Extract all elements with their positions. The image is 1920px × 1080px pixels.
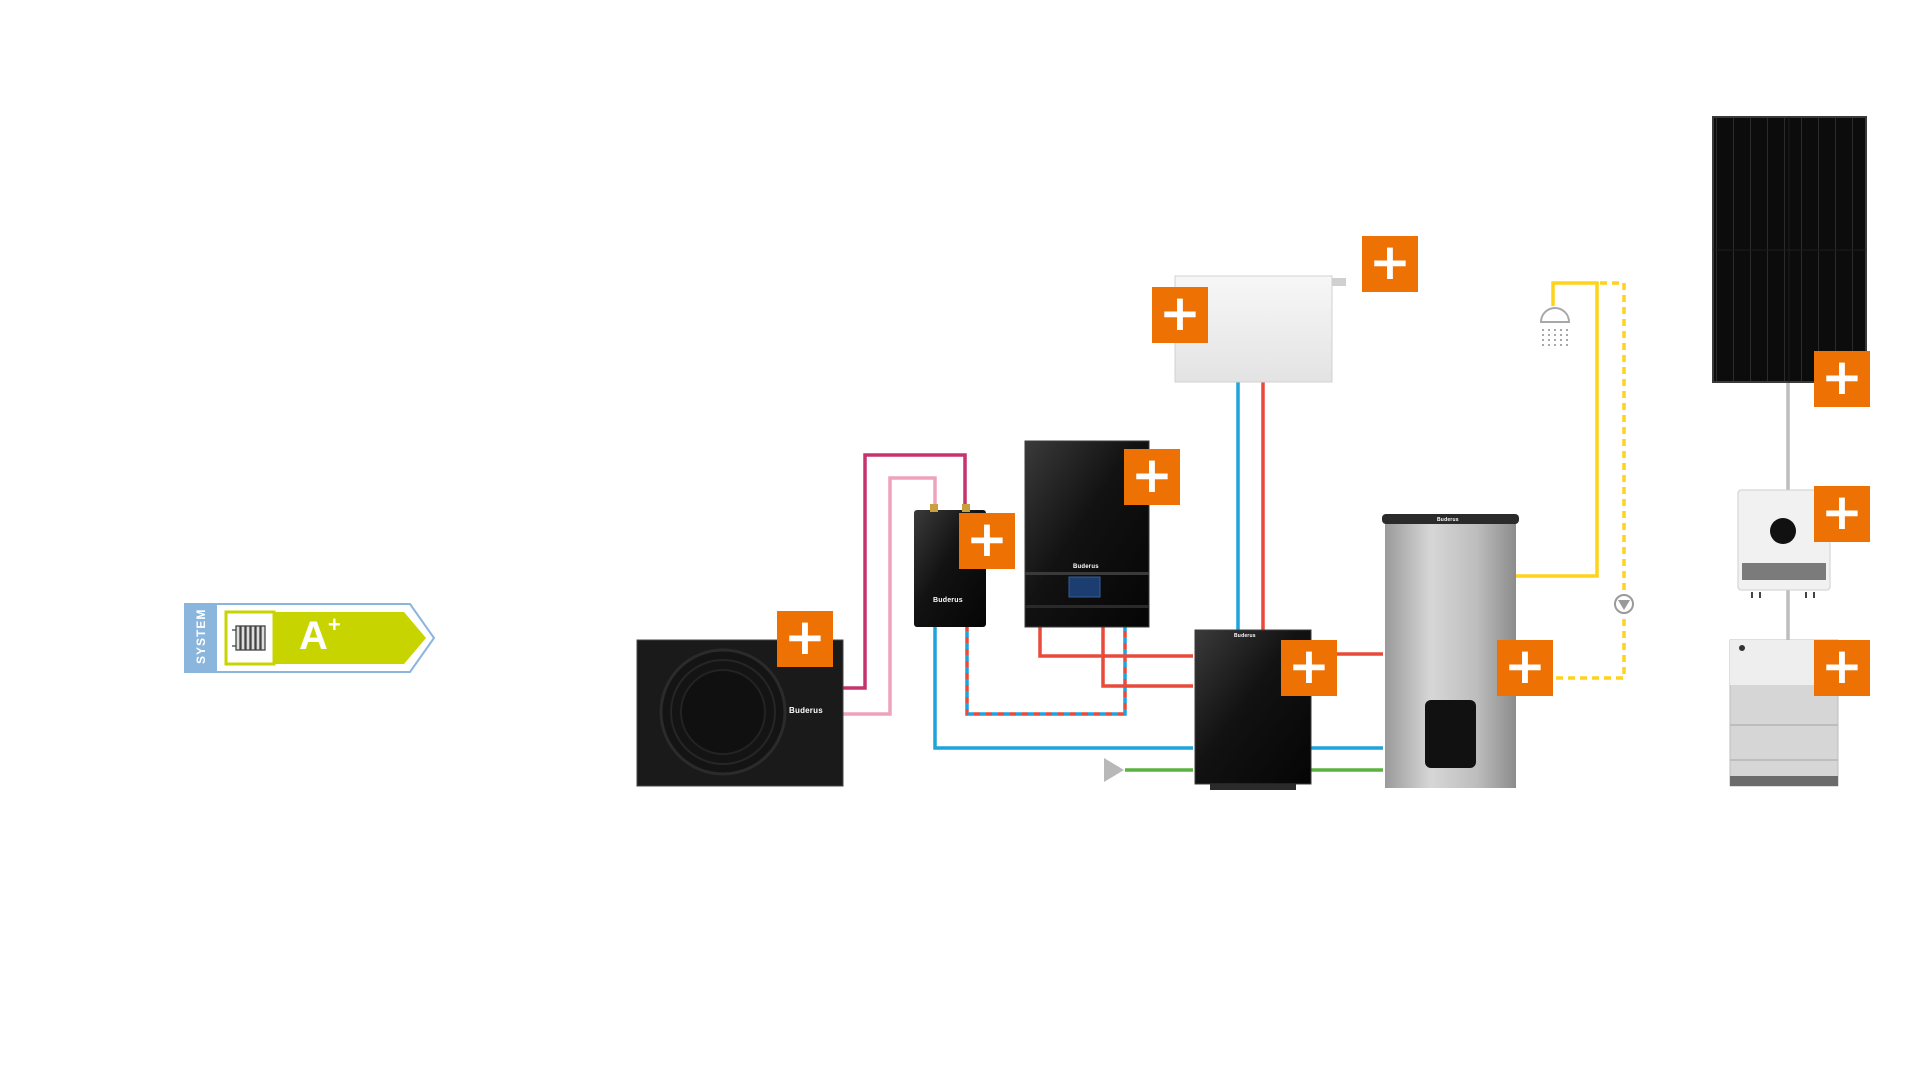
plus-button-radiator-right[interactable]: +	[1362, 236, 1418, 292]
plus-icon: +	[1821, 348, 1863, 406]
energy-label-rating: A+	[299, 612, 341, 658]
control-display-icon	[1068, 576, 1101, 598]
pump-icon	[1614, 594, 1634, 614]
pipe-hot-1	[1038, 627, 1193, 658]
plus-button-radiator-left[interactable]: +	[1152, 287, 1208, 343]
energy-label-system: SYSTEM	[194, 608, 208, 664]
pipe-pink	[843, 476, 937, 716]
pipe-circulation	[1556, 281, 1626, 680]
plus-button-heat-pump[interactable]: +	[777, 611, 833, 667]
plus-icon: +	[1159, 284, 1201, 342]
gas-arrow-icon	[1104, 758, 1124, 782]
control-unit[interactable]	[1024, 440, 1150, 628]
plus-icon: +	[1369, 233, 1411, 291]
brand-logo-hydraulic-module: Buderus	[933, 597, 963, 604]
solar-panel[interactable]	[1712, 116, 1867, 383]
radiator-icon	[232, 625, 266, 651]
plus-icon: +	[784, 608, 826, 666]
inverter[interactable]	[1737, 489, 1831, 598]
plus-button-hydraulic-module[interactable]: +	[959, 513, 1015, 569]
plus-icon: +	[966, 510, 1008, 568]
plus-icon: +	[1288, 637, 1330, 695]
plus-icon: +	[1131, 446, 1173, 504]
heat-pump-outdoor[interactable]	[636, 639, 844, 787]
plus-icon: +	[1821, 637, 1863, 695]
plus-button-solar-panel[interactable]: +	[1814, 351, 1870, 407]
energy-label-text: SYSTEM A+	[185, 602, 435, 672]
pipe-dhw	[1516, 281, 1599, 578]
brand-logo-heat-pump: Buderus	[789, 706, 823, 715]
plus-button-control-unit[interactable]: +	[1124, 449, 1180, 505]
brand-logo-indoor-unit: Buderus	[1234, 633, 1256, 639]
plus-button-tank[interactable]: +	[1497, 640, 1553, 696]
energy-label	[184, 603, 436, 673]
pipe-hot-2	[1101, 627, 1193, 688]
plus-button-inverter[interactable]: +	[1814, 486, 1870, 542]
plus-button-indoor-unit[interactable]: +	[1281, 640, 1337, 696]
plus-icon: +	[1504, 637, 1546, 695]
hot-water-tank[interactable]	[1382, 514, 1519, 788]
plus-icon: +	[1821, 483, 1863, 541]
pipes	[843, 281, 1790, 772]
pipe-cold-return	[933, 625, 1193, 750]
brand-logo-control-unit: Buderus	[1073, 564, 1099, 570]
pipe-mixed-b	[965, 625, 1127, 716]
shower-icon	[1539, 307, 1571, 346]
brand-logo-tank: Buderus	[1437, 517, 1459, 523]
pipe-magenta	[843, 453, 967, 690]
plus-button-battery[interactable]: +	[1814, 640, 1870, 696]
